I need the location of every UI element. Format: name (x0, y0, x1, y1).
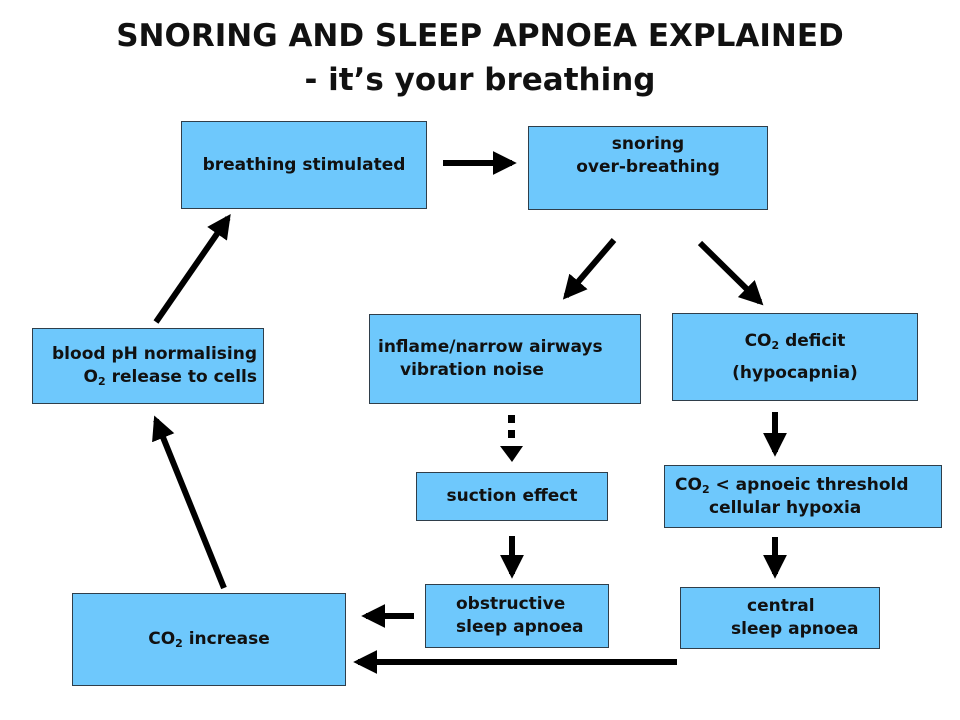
node-inflame-line1: inflame/narrow airways (378, 337, 603, 357)
node-co2-increase: CO2 increase (72, 593, 346, 686)
node-co2-threshold-line1: CO2 < apnoeic threshold (675, 474, 909, 496)
node-inflame-narrow-airways: inflame/narrow airways vibration noise (369, 314, 641, 404)
node-central-line2: sleep apnoea (731, 619, 859, 639)
diagram-title: SNORING AND SLEEP APNOEA EXPLAINED (116, 18, 844, 54)
node-central-sleep-apnoea: central sleep apnoea (680, 587, 880, 649)
node-suction-effect: suction effect (416, 472, 608, 521)
arrow-snoring-to-inflame (562, 238, 617, 300)
diagram-subtitle: - it’s your breathing (304, 62, 656, 98)
node-breathing-stimulated-label: breathing stimulated (202, 154, 406, 175)
node-obstructive-line2: sleep apnoea (456, 617, 584, 637)
node-co2-deficit-line1: CO2 deficit (744, 331, 846, 352)
node-co2-deficit-line2: (hypocapnia) (732, 363, 858, 383)
node-co2-increase-label: CO2 increase (148, 629, 270, 650)
node-inflame-line2: vibration noise (400, 360, 544, 380)
node-blood-ph-line2: O2 release to cells (83, 367, 257, 388)
node-snoring-line1: snoring (611, 134, 685, 154)
node-co2-apnoeic-threshold: CO2 < apnoeic threshold cellular hypoxia (664, 465, 942, 528)
node-breathing-stimulated: breathing stimulated (181, 121, 427, 209)
node-snoring: snoring over-breathing (528, 126, 768, 210)
node-obstructive-sleep-apnoea: obstructive sleep apnoea (425, 584, 609, 648)
node-blood-ph-line1: blood pH normalising (52, 344, 257, 364)
arrow-snoring-to-co2-deficit (697, 240, 764, 306)
node-central-line1: central (747, 596, 815, 616)
arrow-blood-ph-to-stimulated (153, 214, 231, 324)
node-suction-label: suction effect (446, 486, 578, 506)
arrow-inflame-to-suction (500, 415, 523, 462)
arrow-co2-increase-to-blood-ph (152, 415, 227, 590)
node-co2-threshold-line2: cellular hypoxia (709, 497, 862, 518)
node-co2-deficit: CO2 deficit (hypocapnia) (672, 313, 918, 401)
node-blood-ph-normalising: blood pH normalising O2 release to cells (32, 328, 264, 404)
node-obstructive-line1: obstructive (456, 594, 566, 614)
node-snoring-line2: over-breathing (576, 157, 720, 177)
